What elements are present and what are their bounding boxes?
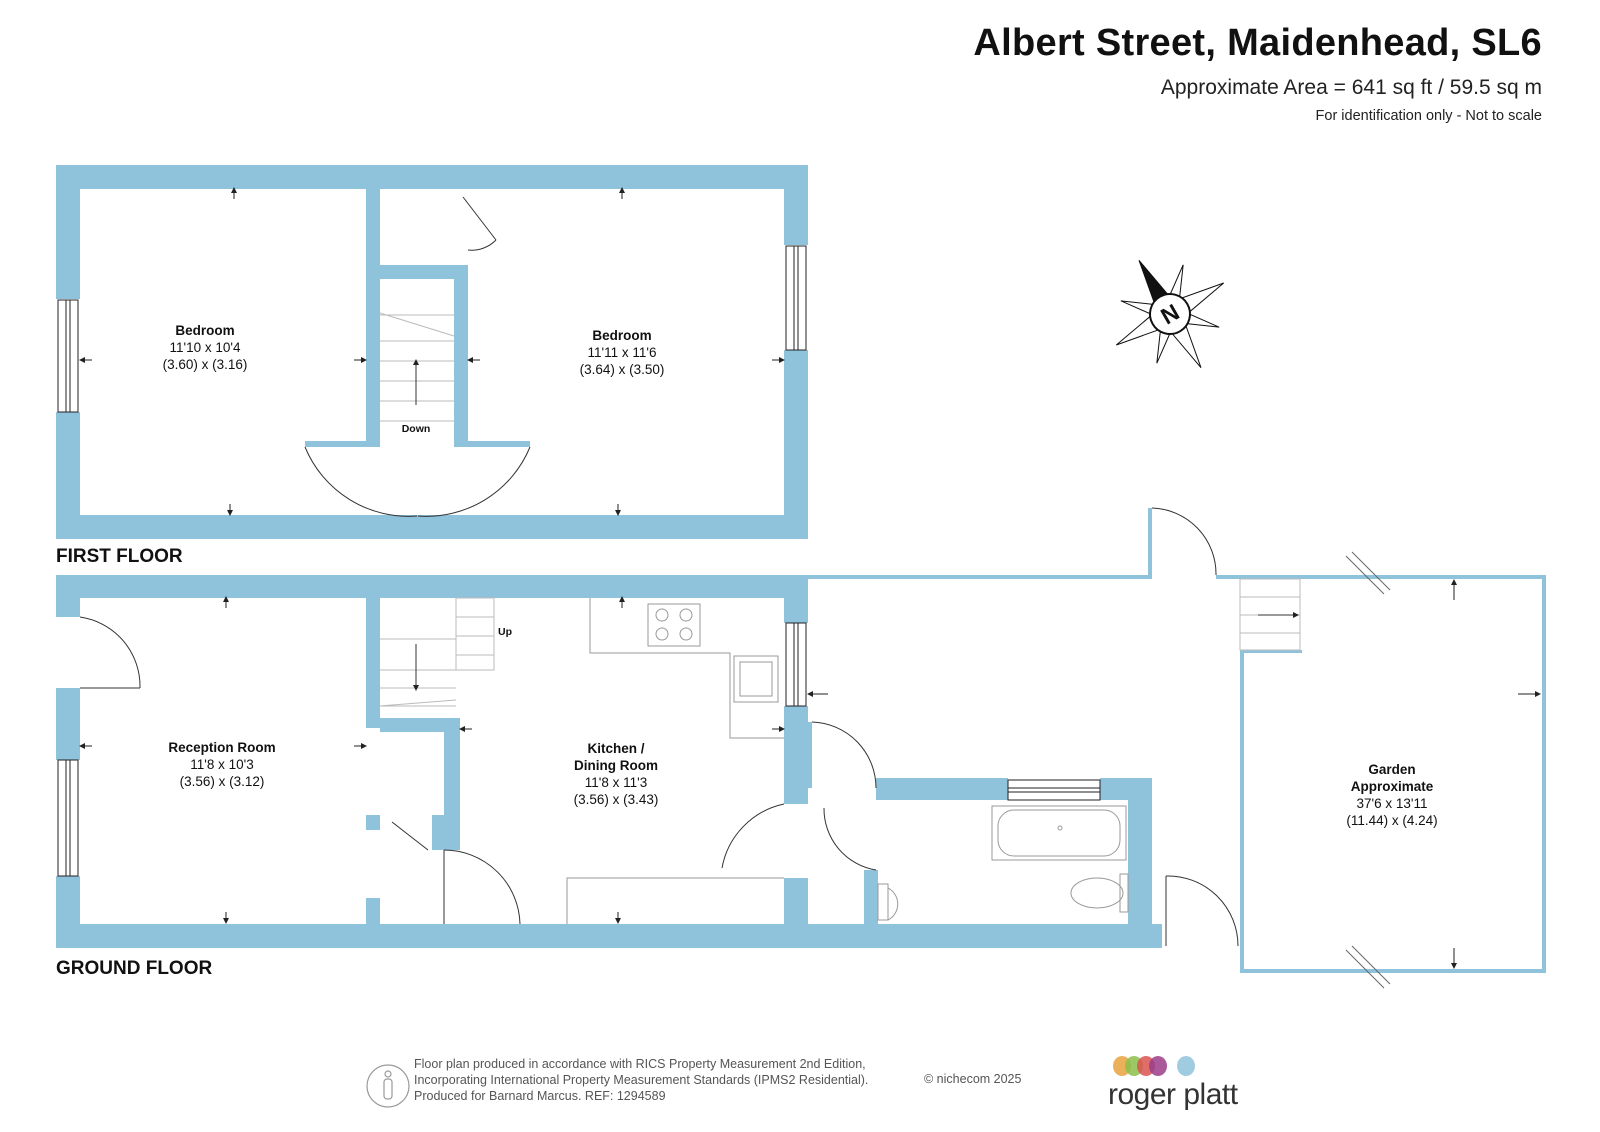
footer-disclaimer: Floor plan produced in accordance with R…: [414, 1056, 868, 1104]
stairs-up-label: Up: [498, 626, 512, 638]
footer-line-2: Incorporating International Property Mea…: [414, 1073, 869, 1087]
footer-line-3: Produced for Barnard Marcus. REF: 129458…: [414, 1089, 666, 1103]
copyright-notice: © nichecom 2025: [924, 1072, 1022, 1086]
gf-cupboard-jamb: [432, 815, 444, 850]
gf-left-wall-mid: [56, 688, 80, 760]
gf-left-wall-bottom: [56, 876, 80, 948]
garden-metric: (11.44) x (4.24): [1346, 813, 1437, 828]
garden-name-1: Garden: [1368, 762, 1415, 777]
gf-lobby-jamb: [808, 722, 812, 788]
plan-title: Albert Street, Maidenhead, SL6: [973, 22, 1542, 64]
garden-bottom-wall: [1240, 969, 1546, 973]
gf-windows: [57, 622, 1101, 877]
gf-dimension-arrows: [79, 579, 1541, 969]
compass-icon: N: [1115, 259, 1225, 369]
ff-right-wall-lower: [784, 350, 808, 539]
toilet-cistern: [1119, 873, 1129, 913]
gf-wall-left: [366, 598, 380, 728]
ff-doors: [304, 196, 531, 517]
stairs-down-label: Down: [402, 423, 431, 435]
bedroom-1-name: Bedroom: [175, 323, 234, 338]
reception-name: Reception Room: [168, 740, 275, 755]
gf-bath-top-right: [1100, 778, 1152, 800]
kitchen-name-2: Dining Room: [574, 758, 658, 773]
accessibility-person-icon: [366, 1064, 410, 1108]
bedroom-2-metric: (3.64) x (3.50): [580, 362, 665, 377]
gf-doors: [79, 507, 1391, 989]
garden-top-wall: [1216, 575, 1546, 579]
ff-dimension-arrows: [79, 187, 785, 516]
footer-line-1: Floor plan produced in accordance with R…: [414, 1057, 866, 1071]
ff-stair-wall-right: [454, 265, 468, 445]
gf-kitchen-right-mid: [784, 706, 808, 804]
ff-stairs: [379, 312, 455, 422]
roger-platt-logo-dots: [1113, 1056, 1195, 1076]
toilet-icon: [1070, 877, 1124, 909]
bath-icon: [991, 805, 1127, 861]
first-floor-label: FIRST FLOOR: [56, 546, 183, 567]
gf-kitchen-right-bottom: [784, 878, 808, 924]
gf-wall-left-bottom: [366, 898, 380, 924]
gf-top-wall: [56, 575, 808, 598]
ff-left-wall-lower: [56, 412, 80, 539]
gf-kitchen-right-top: [784, 575, 808, 623]
bedroom-2-imperial: 11'11 x 11'6: [588, 345, 657, 360]
gf-bath-right: [1128, 800, 1152, 942]
bathroom-fittings: [877, 805, 1129, 921]
ff-left-wall-upper: [56, 165, 80, 299]
outdoor-steps: [1239, 578, 1301, 651]
basin-icon: [887, 887, 899, 921]
bedroom-1-imperial: 11'10 x 10'4: [170, 340, 241, 355]
gf-side-wall: [808, 575, 1148, 579]
gf-left-wall-top: [56, 575, 80, 617]
reception-imperial: 11'8 x 10'3: [190, 757, 253, 772]
logo-dot: [1149, 1056, 1167, 1076]
logo-dot: [1177, 1056, 1195, 1076]
gf-bath-top-left: [876, 778, 1008, 800]
gf-cupboard-top: [380, 718, 460, 732]
roger-platt-logo: roger platt: [1108, 1078, 1238, 1111]
kitchen-name-1: Kitchen /: [587, 741, 644, 756]
ff-bottom-wall: [56, 515, 808, 539]
ff-stair-wall-left: [366, 189, 380, 445]
sink-icon: [733, 655, 779, 703]
reception-metric: (3.56) x (3.12): [180, 774, 265, 789]
scale-note: For identification only - Not to scale: [1315, 108, 1542, 124]
gf-side-door-jamb: [1148, 508, 1152, 579]
kitchen-fittings: [566, 598, 784, 924]
gf-cupboard-right: [444, 718, 460, 850]
ff-stair-wall-top: [380, 265, 468, 279]
kitchen-metric: (3.56) x (3.43): [574, 792, 659, 807]
garden-right-wall: [1542, 575, 1546, 973]
ff-windows: [57, 245, 807, 413]
approximate-area: Approximate Area = 641 sq ft / 59.5 sq m: [1160, 76, 1542, 99]
gf-stairs: [379, 597, 495, 707]
bedroom-1-metric: (3.60) x (3.16): [163, 357, 248, 372]
kitchen-imperial: 11'8 x 11'3: [585, 775, 647, 790]
gf-bottom-wall: [56, 924, 1162, 948]
ff-landing-wall-left: [305, 441, 380, 447]
ff-landing-wall-right: [454, 441, 530, 447]
garden-imperial: 37'6 x 13'11: [1357, 796, 1428, 811]
garden-step-edge: [1240, 650, 1302, 653]
hob-icon: [647, 603, 701, 647]
garden-name-2: Approximate: [1351, 779, 1434, 794]
gf-wall-left-lower: [366, 815, 380, 830]
ground-floor: [56, 508, 1546, 973]
bedroom-2-name: Bedroom: [592, 328, 651, 343]
first-floor: [56, 165, 808, 539]
gf-bath-left-stub: [864, 870, 878, 924]
ff-right-wall-upper: [784, 165, 808, 245]
ground-floor-label: GROUND FLOOR: [56, 958, 212, 979]
ff-top-wall: [56, 165, 808, 189]
garden-left-wall: [1240, 650, 1244, 973]
